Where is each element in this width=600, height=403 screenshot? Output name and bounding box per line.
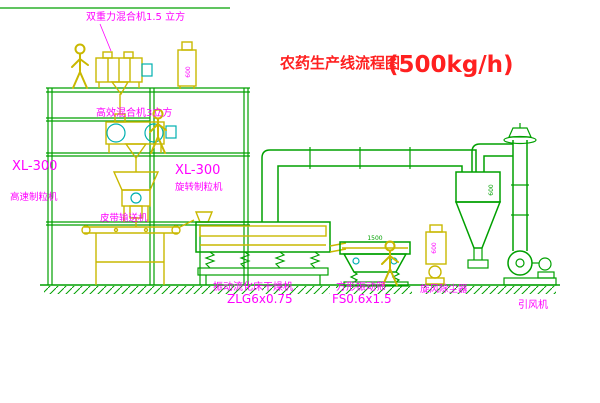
control-panel-2: 600 (425, 224, 447, 285)
stack-cap-icon (508, 127, 532, 138)
belt-conveyor (81, 219, 195, 285)
exhaust-stack (503, 123, 537, 251)
building-structure (46, 87, 250, 285)
label-screen-model: FS0.6x1.5 (332, 292, 392, 306)
label-screen-name: 方形振动筛 (336, 280, 386, 293)
double-gravity-mixer (95, 51, 153, 114)
label-granulator-right-name: 旋转制粒机 (175, 181, 223, 193)
ground-line (40, 284, 560, 294)
label-dryer-model: ZLG6x0.75 (227, 292, 293, 306)
vibrating-screen: 1500 (339, 235, 411, 287)
high-efficiency-mixer (105, 113, 177, 172)
exhaust-duct (261, 147, 477, 222)
panel1-dimension: 600 (185, 66, 192, 78)
label-mixer-mid: 高效混合机3立方 (96, 106, 172, 119)
cyclone-separator: 600 (454, 143, 513, 269)
blower-icon (428, 265, 442, 279)
panel2-dimension: 600 (431, 242, 438, 254)
dryer-springs-icon (204, 251, 321, 269)
label-granulator-left-name: 高速制粒机 (10, 191, 58, 203)
label-dryer-name: 振动流化床干燥机 (213, 280, 293, 293)
control-panel-1: 600 (177, 41, 197, 89)
fluid-bed-dryer (194, 211, 347, 285)
diagram-capacity: (500kg/h) (388, 52, 514, 78)
label-dust-collector: 旋风除尘器 (420, 283, 468, 295)
rotary-granulator (112, 171, 160, 227)
label-belt-conveyor: 皮带输送机 (100, 212, 148, 224)
diagram-title: 农药生产线流程图 (279, 54, 400, 72)
duct-flange-icon (309, 147, 411, 169)
mixer-motor-icon (141, 63, 153, 77)
cyclone-dimension: 600 (488, 184, 495, 196)
worker-figure-icon (71, 43, 89, 89)
label-induced-fan: 引风机 (518, 298, 548, 311)
fan-motor-icon (538, 257, 552, 271)
screen-dimension: 1500 (367, 235, 382, 242)
label-granulator-right-model: XL-300 (175, 163, 220, 178)
induced-draft-fan (503, 250, 557, 286)
label-leader (99, 23, 112, 52)
mixer2-motor-icon (165, 125, 177, 139)
label-granulator-left-model: XL-300 (12, 159, 57, 174)
label-mixer-top: 双重力混合机1.5 立方 (86, 10, 185, 23)
